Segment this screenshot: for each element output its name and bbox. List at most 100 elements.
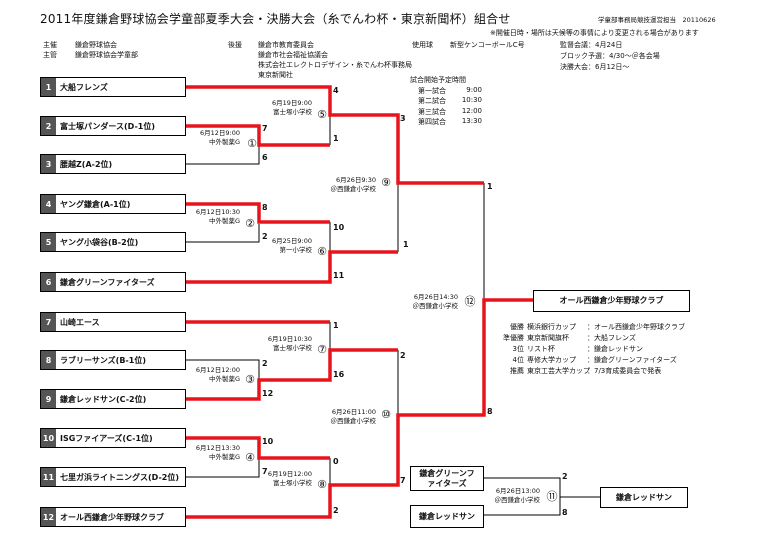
match-date: 6月12日13:30 bbox=[195, 444, 240, 452]
match-number: ⑧ bbox=[317, 478, 327, 491]
team-name: 富士塚パンダース(D-1位) bbox=[60, 121, 155, 131]
score-top: 7 bbox=[262, 124, 268, 133]
match-venue: 中外製薬G bbox=[208, 375, 240, 383]
team-name: ヤング小袋谷(B-2位) bbox=[60, 237, 139, 247]
team-number: 10 bbox=[41, 429, 56, 447]
match-venue: 富士塚小学校 bbox=[273, 108, 312, 116]
start-time-value: 10:30 bbox=[461, 96, 482, 104]
team-name: ヤング鎌倉(A-1位) bbox=[60, 199, 131, 209]
match-date: 6月19日9:00 bbox=[271, 99, 312, 107]
supporter: 株式会社エレクトロデザイン・糸でんわ杯事務局 bbox=[258, 61, 412, 69]
team-number: 1 bbox=[41, 78, 56, 96]
result-cup: 東京工芸大学カップ bbox=[527, 367, 590, 375]
team-number: 7 bbox=[41, 313, 56, 331]
score-top: 10 bbox=[333, 223, 345, 232]
team-name: ラブリーサンズ(B-1位) bbox=[60, 355, 146, 365]
organizer: 鎌倉野球協会 bbox=[75, 41, 117, 49]
score-bottom: 7 bbox=[262, 467, 268, 476]
start-time-game: 第一試合 bbox=[418, 87, 446, 95]
score-top: 10 bbox=[262, 437, 274, 446]
result-rank: 優勝 bbox=[510, 323, 524, 331]
match-number: ③ bbox=[245, 373, 255, 386]
match-date: 6月26日9:30 bbox=[335, 176, 376, 184]
manager-label: 主管 bbox=[43, 51, 57, 59]
team-number: 3 bbox=[41, 155, 56, 173]
score-top: 4 bbox=[333, 86, 339, 95]
score-bottom: 8 bbox=[562, 508, 568, 517]
team-box: 3 腰越Z(A-2位) bbox=[40, 154, 186, 174]
result-cup: リスト杯 bbox=[527, 345, 555, 353]
result-rank: 4位 bbox=[512, 356, 524, 364]
match-date: 6月12日9:00 bbox=[199, 129, 240, 137]
match-number: ① bbox=[247, 137, 257, 150]
score-top: 1 bbox=[333, 321, 339, 330]
match-number: ④ bbox=[245, 451, 255, 464]
result-team: ：鎌倉レッドサン bbox=[587, 345, 643, 353]
match-date: 6月26日14:30 bbox=[413, 293, 458, 301]
team-number: 9 bbox=[41, 390, 56, 408]
start-time-game: 第二試合 bbox=[418, 97, 446, 105]
schedule-note: ブロック予選：4/30～＠各会場 bbox=[560, 52, 660, 60]
ball-label: 使用球 bbox=[412, 41, 433, 49]
team-name: 大船フレンズ bbox=[60, 82, 108, 92]
match-venue: 第一小学校 bbox=[279, 246, 313, 254]
team-number: 12 bbox=[41, 508, 56, 526]
match-venue: 中外製薬G bbox=[208, 217, 240, 225]
score-bottom: 11 bbox=[333, 271, 345, 280]
team-box: 1 大船フレンズ bbox=[40, 77, 186, 97]
team-number: 6 bbox=[41, 273, 56, 291]
score-bottom: 1 bbox=[403, 240, 409, 249]
team-name: 腰越Z(A-2位) bbox=[60, 159, 113, 169]
team-name: ISGファイアーズ(C-1位) bbox=[60, 433, 153, 443]
result-team: ：7/3育成委員会で発表 bbox=[587, 367, 662, 375]
ball: 新型ケンコーボールC号 bbox=[450, 41, 525, 49]
supporter: 東京新聞社 bbox=[258, 71, 293, 79]
result-rank: 準優勝 bbox=[503, 334, 524, 342]
score-top: 2 bbox=[262, 359, 268, 368]
bracket-winner-lines bbox=[186, 85, 533, 519]
result-cup: 東京新聞旗杯 bbox=[527, 334, 569, 342]
result-rank: 3位 bbox=[512, 345, 524, 353]
match-venue: 中外製薬G bbox=[208, 453, 240, 461]
match-info: 6月26日9:30＠西鎌倉小学校 bbox=[331, 176, 377, 194]
page-title: 2011年度鎌倉野球協会学童部夏季大会・決勝大会（糸でんわ杯・東京新聞杯）組合せ bbox=[40, 12, 511, 26]
office-credit: 学童部事務局競技運営担当 20110626 bbox=[598, 16, 716, 24]
result-team: ：大船フレンズ bbox=[587, 334, 636, 342]
match-venue: 富士塚小学校 bbox=[273, 479, 312, 487]
score-top: 1 bbox=[487, 182, 493, 191]
score-bottom: 2 bbox=[333, 506, 339, 515]
match-number: ⑫ bbox=[464, 295, 476, 308]
team-box: 10 ISGファイアーズ(C-1位) bbox=[40, 428, 186, 448]
match-venue: ＠西鎌倉小学校 bbox=[412, 302, 459, 310]
match-info: 6月26日14:30＠西鎌倉小学校 bbox=[413, 293, 459, 311]
score-top: 2 bbox=[562, 472, 568, 481]
score-bottom: 16 bbox=[333, 370, 345, 379]
match-number: ⑦ bbox=[317, 343, 327, 356]
third-place-team-b: 鎌倉レッドサン bbox=[410, 505, 484, 528]
match-venue: ＠西鎌倉小学校 bbox=[330, 185, 377, 193]
score-top: 2 bbox=[400, 351, 406, 360]
score-bottom: 2 bbox=[262, 232, 268, 241]
match-date: 6月26日11:00 bbox=[331, 408, 376, 416]
score-bottom: 8 bbox=[487, 407, 493, 416]
score-bottom: 12 bbox=[262, 389, 274, 398]
third-place-winner-box: 鎌倉レッドサン bbox=[600, 487, 688, 508]
start-time-value: 9:00 bbox=[466, 86, 482, 94]
score-bottom: 6 bbox=[262, 153, 268, 162]
start-time-value: 13:30 bbox=[461, 117, 482, 125]
supporter: 鎌倉市教育委員会 bbox=[258, 41, 314, 49]
match-venue: 富士塚小学校 bbox=[273, 344, 312, 352]
score-top: 8 bbox=[262, 203, 268, 212]
